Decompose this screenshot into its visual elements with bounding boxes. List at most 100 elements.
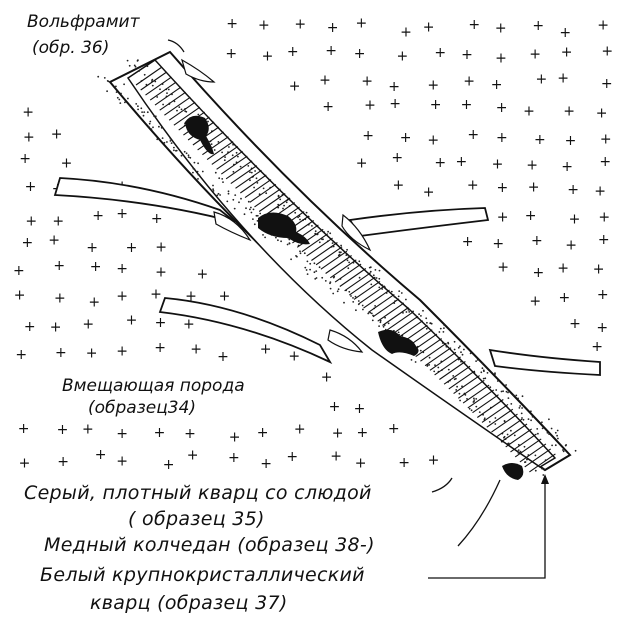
stipple-dot — [418, 313, 420, 316]
stipple-dot — [494, 417, 497, 419]
host-rock-cross-symbol: + — [531, 233, 543, 249]
stipple-dot — [217, 141, 220, 143]
stipple-dot — [314, 278, 317, 280]
host-rock-cross-symbol: + — [92, 208, 104, 224]
stipple-dot — [275, 236, 277, 239]
host-rock-cross-symbol: + — [190, 341, 202, 357]
host-rock-cross-symbol: + — [332, 425, 344, 441]
stipple-dot — [259, 212, 262, 215]
stipple-dot — [321, 276, 324, 279]
stipple-dot — [169, 140, 172, 142]
host-rock-symbols: ++++++++++++++++++++++++++++++++++++++++… — [13, 16, 613, 473]
host-rock-cross-symbol: + — [329, 399, 341, 415]
stipple-dot — [405, 298, 407, 301]
stipple-dot — [441, 342, 444, 344]
stipple-dot — [358, 260, 361, 263]
stipple-dot — [460, 351, 462, 354]
host-rock-cross-symbol: + — [428, 452, 440, 468]
comb-crystal-stroke — [372, 298, 400, 318]
stipple-dot — [519, 450, 522, 453]
stipple-dot — [309, 262, 312, 265]
stipple-dot — [256, 214, 259, 217]
stipple-dot — [500, 390, 503, 393]
stipple-dot — [197, 113, 200, 116]
comb-crystal-stroke — [467, 389, 495, 409]
stipple-dot — [175, 149, 177, 152]
host-rock-cross-symbol: + — [286, 449, 298, 465]
stipple-dot — [370, 312, 373, 315]
stipple-dot — [378, 325, 380, 327]
comb-crystal-stroke — [391, 315, 419, 335]
stipple-dot — [166, 141, 168, 143]
stipple-dot — [393, 296, 396, 298]
stipple-dot — [264, 236, 266, 239]
stipple-dot — [309, 268, 311, 271]
comb-crystal-stroke — [429, 351, 457, 371]
stipple-dot — [475, 405, 478, 408]
stipple-dot — [256, 220, 259, 222]
label-wolframite-line2: (обр. 36) — [32, 38, 110, 58]
stipple-dot — [126, 59, 129, 62]
stipple-dot — [414, 314, 417, 316]
stipple-dot — [332, 245, 335, 248]
stipple-dot — [556, 429, 559, 432]
host-rock-cross-symbol: + — [591, 339, 603, 355]
stipple-dot — [478, 411, 481, 413]
stipple-dot — [437, 366, 440, 369]
host-rock-cross-symbol: + — [52, 214, 64, 230]
stipple-dot — [305, 211, 308, 214]
host-rock-cross-symbol: + — [536, 72, 548, 88]
stipple-dot — [461, 353, 464, 356]
stipple-dot — [408, 311, 411, 313]
host-rock-cross-symbol: + — [523, 104, 535, 120]
host-rock-cross-symbol: + — [150, 286, 162, 302]
stipple-dot — [468, 407, 471, 410]
comb-crystal-stroke — [529, 453, 556, 473]
stipple-dot — [521, 395, 524, 398]
comb-crystal-stroke — [334, 263, 362, 283]
stipple-dot — [197, 162, 200, 165]
stipple-dot — [118, 98, 121, 101]
comb-crystal-stroke — [216, 150, 243, 170]
host-rock-cross-symbol: + — [491, 77, 503, 93]
stipple-dot — [240, 197, 242, 200]
host-rock-cross-symbol: + — [226, 16, 238, 32]
host-rock-cross-symbol: + — [393, 177, 405, 193]
label-wolframite-line1: Вольфрамит — [27, 12, 140, 32]
stipple-dot — [340, 251, 342, 254]
comb-crystal-stroke — [476, 399, 504, 418]
stipple-dot — [456, 385, 458, 388]
host-rock-cross-symbol: + — [388, 79, 400, 95]
stipple-dot — [381, 284, 384, 287]
stipple-dot — [402, 312, 404, 314]
comb-crystal-stroke — [258, 193, 286, 212]
stipple-dot — [425, 317, 428, 320]
stipple-dot — [521, 417, 523, 419]
host-rock-cross-symbol: + — [154, 340, 166, 356]
stipple-dot — [222, 181, 224, 184]
stipple-dot — [207, 120, 209, 123]
host-rock-cross-symbol: + — [461, 47, 473, 63]
stipple-dot — [343, 301, 345, 304]
stipple-dot — [142, 114, 145, 117]
stipple-dot — [458, 392, 461, 395]
host-rock-cross-symbol: + — [325, 43, 337, 59]
comb-crystal-stroke — [434, 356, 461, 376]
comb-crystal-stroke — [424, 347, 452, 367]
host-rock-cross-symbol: + — [260, 342, 272, 358]
host-rock-cross-symbol: + — [497, 180, 509, 196]
host-rock-cross-symbol: + — [330, 448, 342, 464]
stipple-dot — [337, 288, 340, 291]
stipple-dot — [475, 360, 477, 362]
stipple-dot — [347, 255, 350, 257]
stipple-dot — [507, 397, 510, 399]
stipple-dot — [430, 322, 433, 325]
stipple-dot — [226, 200, 229, 203]
host-rock-cross-symbol: + — [57, 422, 69, 438]
stipple-dot — [346, 248, 348, 251]
stipple-dot — [554, 431, 557, 434]
comb-crystal-stroke — [145, 76, 172, 96]
stipple-dot — [290, 258, 292, 261]
comb-crystal-stroke — [439, 361, 466, 380]
